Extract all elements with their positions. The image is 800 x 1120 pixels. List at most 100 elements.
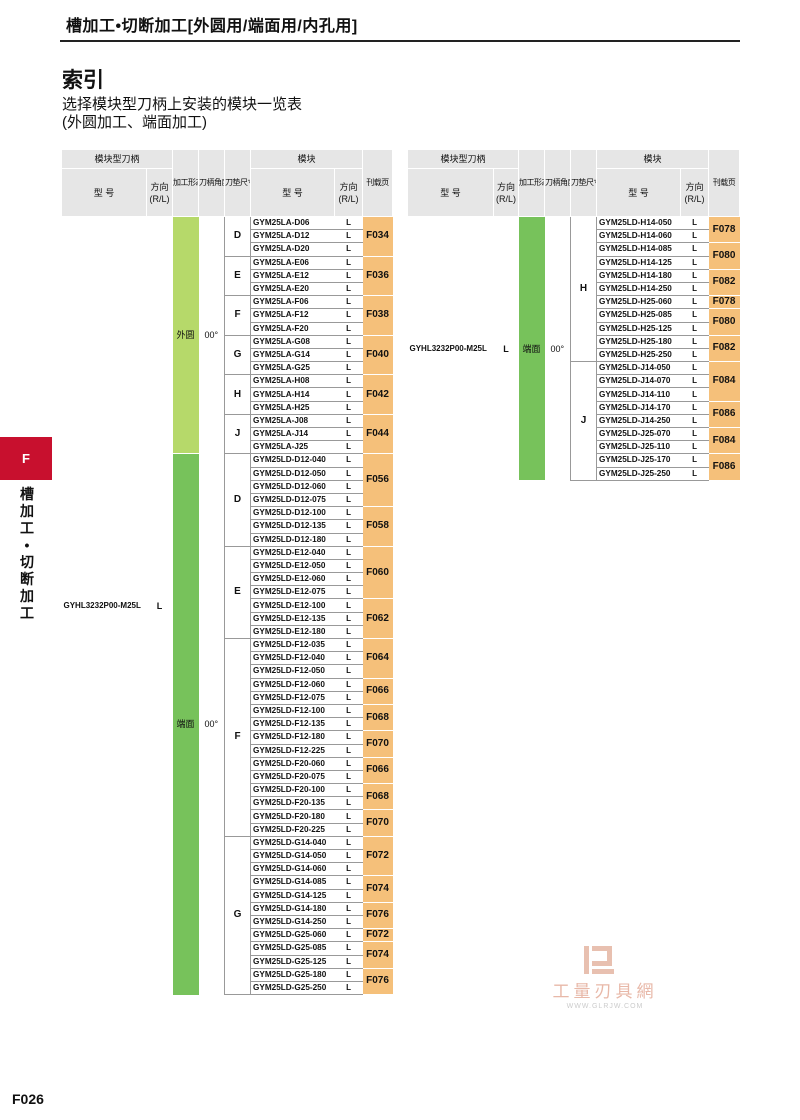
direction-label: 方向 xyxy=(339,181,358,192)
side-tab-letter[interactable]: F xyxy=(0,437,52,480)
module-direction: L xyxy=(334,467,363,481)
module-model: GYM25LA-F12 xyxy=(250,308,335,323)
page-ref-cell: F072 xyxy=(362,836,393,877)
module-model: GYM25LD-F12-075 xyxy=(250,691,335,705)
col-module-group: 模块 xyxy=(250,149,364,169)
module-direction: L xyxy=(334,493,363,508)
module-direction: L xyxy=(334,453,363,468)
insert-size-cell: E xyxy=(224,255,252,297)
module-direction: L xyxy=(680,242,709,257)
module-model: GYM25LD-E12-040 xyxy=(250,546,335,560)
module-model: GYM25LA-H14 xyxy=(250,387,335,402)
module-model: GYM25LD-F20-225 xyxy=(250,823,335,837)
module-model: GYM25LA-D12 xyxy=(250,229,335,244)
module-direction: L xyxy=(334,308,363,323)
module-model: GYM25LA-D20 xyxy=(250,242,335,257)
module-model: GYM25LD-H14-085 xyxy=(596,242,681,257)
angle-cell: 00° xyxy=(204,330,219,341)
insert-size-cell: F xyxy=(224,295,252,336)
module-model: GYM25LD-F12-100 xyxy=(250,704,335,719)
module-model: GYM25LD-E12-180 xyxy=(250,625,335,640)
module-model: GYM25LD-E12-135 xyxy=(250,612,335,626)
module-direction: L xyxy=(334,941,363,956)
module-direction: L xyxy=(680,374,709,389)
module-model: GYM25LD-D12-180 xyxy=(250,533,335,547)
section-subtitle-line2: (外圆加工、端面加工) xyxy=(62,114,207,131)
page-ref-cell: F060 xyxy=(362,546,393,600)
module-model: GYM25LD-G25-085 xyxy=(250,941,335,956)
module-model: GYM25LA-J14 xyxy=(250,427,335,442)
module-model: GYM25LD-F12-050 xyxy=(250,664,335,679)
page-ref-cell: F082 xyxy=(708,269,740,297)
direction-sub-label: (R/L) xyxy=(338,193,359,204)
form-cell: 端面 xyxy=(518,216,545,481)
module-direction: L xyxy=(334,915,363,930)
module-direction: L xyxy=(334,361,363,376)
module-direction: L xyxy=(334,809,363,824)
module-model: GYM25LD-F20-100 xyxy=(250,783,335,798)
page-ref-cell: F062 xyxy=(362,598,393,639)
module-model: GYM25LD-H14-180 xyxy=(596,269,681,283)
col-page: 刊载页 xyxy=(708,149,741,217)
module-direction: L xyxy=(334,585,363,600)
module-direction: L xyxy=(334,928,363,943)
col-holder-group: 模块型刀柄 xyxy=(406,149,520,169)
side-tab-text: 槽加工•切断加工 xyxy=(20,486,34,621)
module-model: GYM25LD-J25-170 xyxy=(596,453,681,468)
page-ref-cell: F036 xyxy=(362,256,393,297)
insert-size-cell: H xyxy=(570,215,598,363)
page-ref-cell: F080 xyxy=(708,242,740,270)
module-model: GYM25LD-F20-180 xyxy=(250,809,335,824)
direction-label: 方向 xyxy=(150,181,169,192)
module-direction: L xyxy=(334,598,363,613)
direction-sub-label: (R/L) xyxy=(684,193,705,204)
insert-size-cell: H xyxy=(224,374,252,415)
module-model: GYM25LD-J14-110 xyxy=(596,387,681,402)
module-model: GYM25LD-G25-060 xyxy=(250,928,335,943)
module-model: GYM25LD-H25-060 xyxy=(596,295,681,310)
section-subtitle-line1: 选择模块型刀柄上安装的模块一览表 xyxy=(62,96,303,113)
page-ref-cell: F044 xyxy=(362,414,393,455)
module-model: GYM25LD-D12-075 xyxy=(250,493,335,508)
module-direction: L xyxy=(334,519,363,534)
module-direction: L xyxy=(334,427,363,442)
module-model: GYM25LD-D12-040 xyxy=(250,453,335,468)
module-direction: L xyxy=(334,862,363,877)
module-direction: L xyxy=(334,256,363,270)
module-direction: L xyxy=(680,282,709,297)
section-title: 索引 xyxy=(62,69,104,92)
module-direction: L xyxy=(334,704,363,719)
module-direction: L xyxy=(334,480,363,494)
col-holder-model: 型 号 xyxy=(407,168,494,217)
module-model: GYM25LA-E20 xyxy=(250,282,335,297)
insert-size-cell: E xyxy=(224,545,252,640)
module-model: GYM25LD-D12-135 xyxy=(250,519,335,534)
module-direction: L xyxy=(334,242,363,257)
module-model: GYM25LD-J25-070 xyxy=(596,427,681,442)
insert-size-cell: D xyxy=(224,453,252,547)
holder-direction: L xyxy=(503,343,509,354)
